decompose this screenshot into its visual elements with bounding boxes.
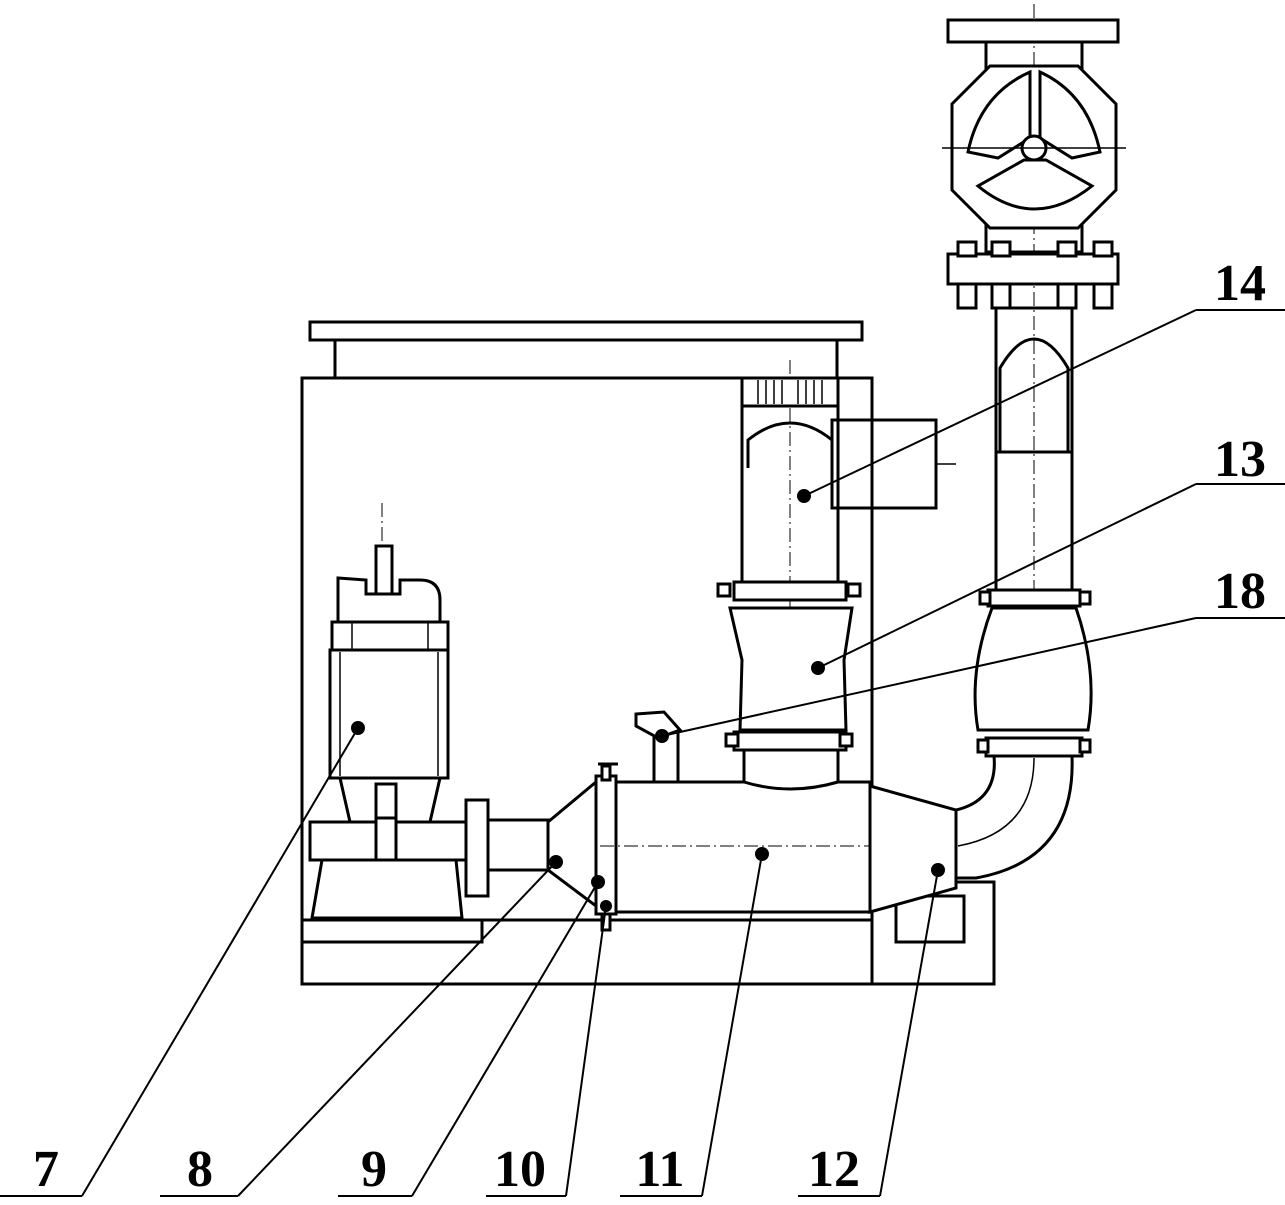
label-18: 18 xyxy=(1214,563,1266,620)
tank-housing xyxy=(300,320,874,986)
label-11: 11 xyxy=(635,1141,684,1198)
small-inlet-pipe xyxy=(634,710,683,784)
part-labels: 7 8 9 10 11 12 14 13 18 xyxy=(33,255,1266,1198)
callout-dot-9 xyxy=(591,875,605,889)
outlet-connector xyxy=(464,778,598,909)
label-8: 8 xyxy=(187,1141,213,1198)
leader-lines xyxy=(0,309,1285,1197)
callout-dot-11 xyxy=(755,847,769,861)
callout-dot-14 xyxy=(797,489,811,503)
callout-dots xyxy=(351,489,945,912)
callout-dot-13 xyxy=(811,661,825,675)
riser-pipe xyxy=(942,4,1126,880)
vertical-column xyxy=(716,360,956,791)
label-10: 10 xyxy=(494,1141,546,1198)
callout-dot-8 xyxy=(549,855,563,869)
callout-dot-18 xyxy=(655,729,669,743)
callout-dot-7 xyxy=(351,721,365,735)
label-9: 9 xyxy=(361,1141,387,1198)
label-7: 7 xyxy=(33,1141,59,1198)
label-13: 13 xyxy=(1214,431,1266,488)
label-12: 12 xyxy=(808,1141,860,1198)
callout-dot-12 xyxy=(931,863,945,877)
label-14: 14 xyxy=(1214,255,1266,312)
main-chamber xyxy=(600,780,958,914)
callout-dot-10 xyxy=(600,900,612,912)
submersible-pump xyxy=(308,503,470,920)
